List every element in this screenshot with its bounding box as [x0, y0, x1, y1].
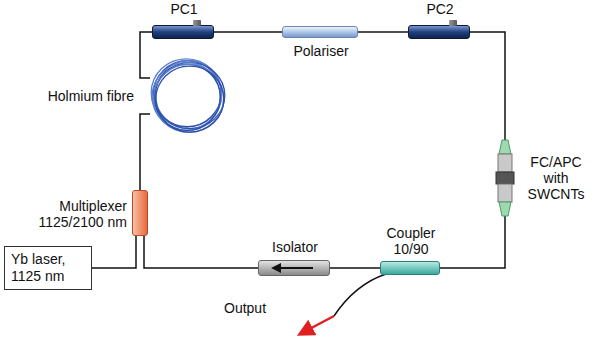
laser-box: Yb laser, 1125 nm [4, 246, 92, 290]
polarisation-controller: PC1 [152, 25, 214, 39]
coil-windings [150, 58, 226, 134]
component-label: PC2 [426, 1, 453, 17]
component-label: FC/APC with SWCNTs [520, 154, 592, 202]
isolator-arrow [259, 261, 329, 275]
component-label: Coupler 10/90 [375, 225, 447, 257]
controller-knob [193, 20, 201, 26]
output-fibre [334, 274, 386, 316]
controller-knob [449, 20, 457, 26]
output-arrow [300, 316, 334, 334]
isolator: Isolator [258, 260, 330, 276]
connector-pair [496, 140, 514, 216]
fibre-line [440, 216, 505, 268]
component-label: Multiplexer 1125/2100 nm [27, 198, 127, 230]
fibre-line [214, 31, 282, 33]
box-text: Yb laser, 1125 nm [11, 251, 85, 285]
polarisation-controller: PC2 [408, 25, 470, 39]
component-label: PC1 [170, 1, 197, 17]
polariser: Polariser [282, 26, 358, 38]
output-label: Output [224, 300, 266, 316]
component-label: Isolator [272, 239, 318, 255]
fibre-coupler: Coupler 10/90 [380, 261, 440, 275]
fibre-coil: Holmium fibre [150, 58, 226, 134]
fibre-line [470, 32, 505, 140]
fibre-line [140, 32, 152, 78]
component-label: Polariser [293, 43, 348, 59]
fibre-line [358, 31, 408, 33]
component-label: Holmium fibre [48, 88, 134, 104]
fibre-connector: FC/APC with SWCNTs [496, 140, 514, 216]
fibre-line [330, 267, 380, 269]
fibre-line [140, 114, 150, 190]
multiplexer: Multiplexer 1125/2100 nm [132, 190, 148, 236]
fibre-line [144, 236, 258, 268]
fibre-line [92, 236, 136, 268]
